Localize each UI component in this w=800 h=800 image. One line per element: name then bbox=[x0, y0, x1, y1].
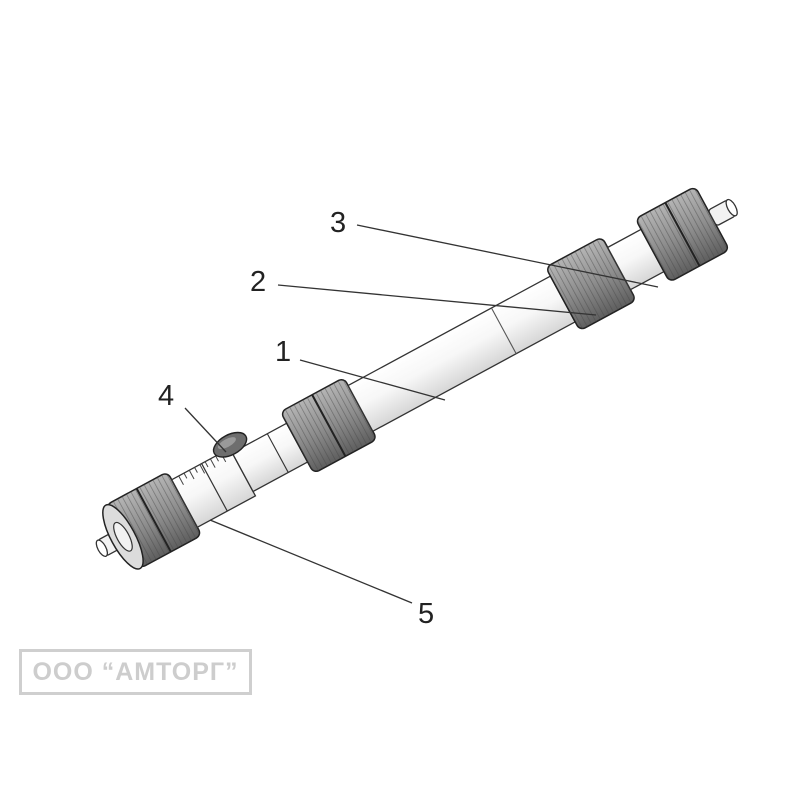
company-watermark: ООО “АМТОРГ” bbox=[19, 649, 252, 695]
main-tube bbox=[347, 275, 577, 433]
leader-line-4 bbox=[184, 407, 227, 453]
leader-line-3 bbox=[356, 224, 659, 288]
callout-5: 5 bbox=[418, 598, 434, 630]
right-end-fitting bbox=[636, 187, 729, 281]
locking-button bbox=[212, 431, 248, 458]
callout-4: 4 bbox=[158, 380, 174, 412]
callout-3: 3 bbox=[330, 207, 346, 239]
nut-2 bbox=[547, 238, 635, 330]
left-end-fitting bbox=[102, 473, 201, 570]
column-body bbox=[95, 187, 738, 570]
leader-line-5 bbox=[209, 519, 413, 604]
leader-lines bbox=[184, 224, 659, 604]
callout-2: 2 bbox=[250, 266, 266, 298]
leader-line-2 bbox=[277, 284, 597, 316]
callout-1: 1 bbox=[275, 336, 291, 368]
right-end-nozzle bbox=[708, 198, 738, 226]
leader-line-1 bbox=[299, 359, 446, 401]
